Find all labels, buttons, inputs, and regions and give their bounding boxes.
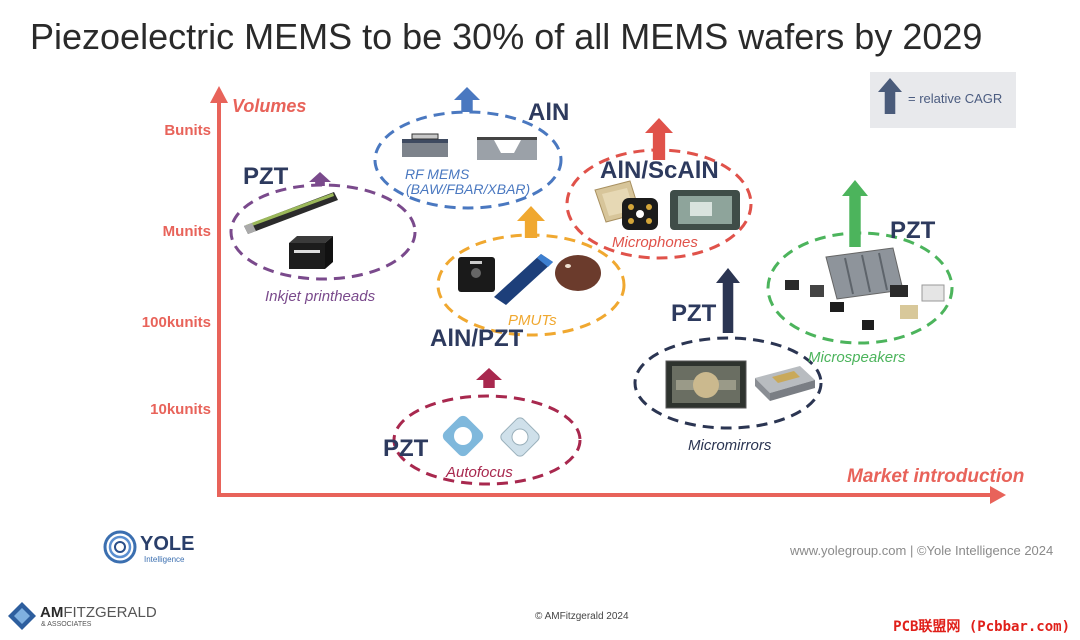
slide-title: Piezoelectric MEMS to be 30% of all MEMS… [30, 16, 983, 57]
ellipse-micromirrors [633, 336, 823, 430]
y-axis-arrowhead [210, 86, 228, 103]
material-label-autofocus: PZT [383, 435, 429, 462]
pmut-capsule-image [555, 255, 601, 291]
microphone-die-image [670, 190, 740, 230]
rf-mems-fbar-image [477, 137, 537, 160]
pmut-sensor-stick-image [494, 254, 553, 305]
y-tick-bunits: Bunits [164, 122, 211, 139]
inkjet-printhead-bar-image [244, 192, 338, 234]
amfitzgerald-brand-name: AMFITZGERALD [40, 604, 157, 621]
pmut-tdk-chip-image [458, 257, 495, 292]
y-axis-label: Volumes [232, 96, 307, 116]
amfitzgerald-brand-tagline: & ASSOCIATES [41, 621, 92, 628]
yole-brand-name: YOLE [140, 533, 195, 555]
yole-logo-icon [103, 530, 137, 564]
micromirror-die-image [665, 360, 747, 409]
app-sublabel-rf-mems: (BAW/FBAR/XBAR) [406, 181, 531, 197]
app-label-pmuts: PMUTs [508, 312, 557, 329]
app-label-inkjet-printheads: Inkjet printheads [265, 288, 376, 305]
x-axis-arrowhead [990, 486, 1006, 504]
ellipse-rf-mems [373, 110, 563, 210]
amfitzgerald-brand-rest: FITZGERALD [63, 604, 157, 621]
material-label-pmuts: AlN/PZT [430, 325, 524, 352]
material-label-microspeakers: PZT [890, 217, 936, 244]
inkjet-printhead-module-image [289, 236, 333, 269]
material-label-rf-mems: AlN [528, 99, 570, 126]
watermark-text: PCB联盟网 (Pcbbar.com) [893, 619, 1070, 635]
up-arrow-icon [878, 78, 902, 114]
y-tick-100kunits: 100kunits [141, 314, 211, 331]
rf-mems-baw-image [402, 133, 448, 157]
autofocus-actuator-image [442, 415, 484, 457]
app-label-microphones: Microphones [612, 234, 698, 251]
yole-brand-tagline: Intelligence [144, 555, 185, 564]
x-axis-label: Market introduction [847, 466, 1025, 487]
material-label-inkjet: PZT [243, 163, 289, 190]
micromirror-package-image [755, 366, 815, 401]
legend-label: = relative CAGR [908, 91, 1003, 106]
app-label-micromirrors: Micromirrors [688, 437, 772, 454]
copyright-notice: © AMFitzgerald 2024 [535, 611, 629, 622]
microspeaker-chips-image [785, 280, 945, 330]
amfitzgerald-brand-bold: AM [40, 604, 64, 621]
y-tick-munits: Munits [162, 223, 211, 240]
app-label-rf-mems: RF MEMS [405, 166, 470, 182]
ellipse-inkjet-printheads [229, 183, 417, 281]
source-credit: www.yolegroup.com | ©Yole Intelligence 2… [790, 543, 1054, 558]
legend: = relative CAGR [870, 72, 1016, 128]
app-label-microspeakers: Microspeakers [808, 349, 906, 366]
y-tick-10kunits: 10kunits [150, 401, 211, 418]
material-label-micromirrors: PZT [671, 300, 717, 327]
material-label-microphones: AlN/ScAlN [600, 157, 719, 184]
autofocus-lens-image [500, 417, 540, 457]
microphone-bottom-port-image [622, 198, 658, 230]
app-label-autofocus: Autofocus [446, 464, 513, 481]
ellipse-autofocus [392, 394, 582, 486]
amfitzgerald-logo-icon [8, 602, 36, 630]
